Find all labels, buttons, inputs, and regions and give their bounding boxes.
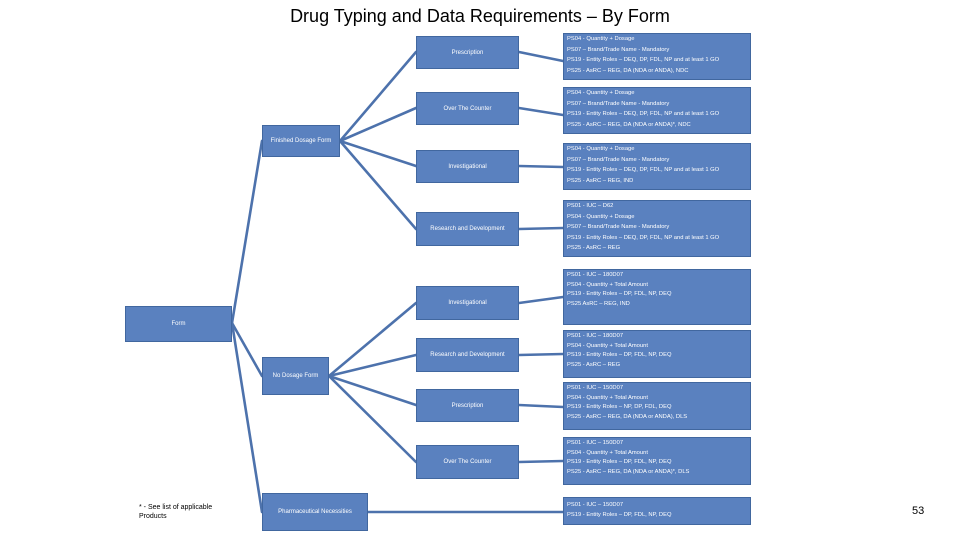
info-line: PS07 – Brand/Trade Name - Mandatory [567,156,670,163]
info-fdf-over-the-counter: PS04 - Quantity + Dosage PS07 – Brand/Tr… [563,87,751,134]
info-fdf-prescription: PS04 - Quantity + Dosage PS07 – Brand/Tr… [563,33,751,80]
info-line: PS25 - AsRC – REG, DA (NDA or ANDA)*, ND… [567,121,691,128]
info-ndf-investigational: PS01 - IUC – 180D07 PS04 - Quantity + To… [563,269,751,325]
info-line: PS19 - Entity Roles – DEQ, DP, FDL, NP a… [567,57,720,63]
info-fdf-investigational: PS04 - Quantity + Dosage PS07 – Brand/Tr… [563,143,751,190]
info-line: PS25 - AsRC – REG, DA (NDA or ANDA)*, DL… [567,468,690,475]
info-line: PS07 – Brand/Trade Name - Mandatory [567,100,670,107]
footnote: * - See list of applicable Products [139,504,213,520]
info-line: PS25 - AsRC – REG [567,245,621,251]
node-ndf-research-and-development: Research and Development [416,338,519,372]
info-pharmaceutical-necessities: PS01 - IUC – 150D07 PS19 - Entity Roles … [563,497,751,525]
node-fdf-research-and-development: Research and Development [416,212,519,246]
info-line: PS04 - Quantity + Total Amount [567,394,648,401]
info-line: PS25 - AsRC – REG, DA (NDA or ANDA), DLS [567,413,688,420]
group-no-dosage-form: No Dosage Form [262,357,329,395]
node-fdf-over-the-counter: Over The Counter [416,92,519,125]
info-line: PS01 - IUC – D62 [567,203,614,209]
info-line: PS01 - IUC – 150D07 [567,502,624,508]
info-line: PS04 - Quantity + Dosage [567,146,635,152]
info-line: PS25 - AsRC – REG, IND [567,177,634,184]
info-line: PS04 - Quantity + Dosage [567,213,635,220]
root-node-form: Form [125,306,232,342]
info-line: PS01 - IUC – 180D07 [567,333,624,339]
info-line: PS04 - Quantity + Total Amount [567,449,648,456]
node-fdf-investigational: Investigational [416,150,519,183]
info-line: PS19 - Entity Roles – DEQ, DP, FDL, NP a… [567,167,720,173]
group-finished-dosage-form: Finished Dosage Form [262,125,340,157]
node-ndf-investigational: Investigational [416,286,519,320]
info-line: PS19 - Entity Roles – NP, DP, FDL, DEQ [567,404,672,411]
info-line: PS19 - Entity Roles – DP, FDL, NP, DEQ [567,459,672,466]
info-line: PS01 - IUC – 180D07 [567,272,624,278]
info-line: PS04 - Quantity + Total Amount [567,281,648,288]
info-line: PS25 - AsRC – REG, DA (NDA or ANDA), NDC [567,67,689,74]
info-ndf-over-the-counter: PS01 - IUC – 150D07 PS04 - Quantity + To… [563,437,751,485]
info-line: PS04 - Quantity + Total Amount [567,342,648,349]
info-line: PS07 – Brand/Trade Name - Mandatory [567,224,670,230]
info-line: PS19 - Entity Roles – DP, FDL, NP, DEQ [567,511,672,518]
page-title: Drug Typing and Data Requirements – By F… [290,6,670,26]
info-line: PS19 - Entity Roles – DEQ, DP, FDL, NP a… [567,111,720,117]
info-line: PS19 - Entity Roles – DP, FDL, NP, DEQ [567,352,672,359]
info-line: PS19 - Entity Roles – DP, FDL, NP, DEQ [567,291,672,298]
page-number: 53 [912,505,925,517]
info-line: PS07 – Brand/Trade Name - Mandatory [567,46,670,53]
info-line: PS01 - IUC – 150D07 [567,440,624,446]
info-ndf-prescription: PS01 - IUC – 150D07 PS04 - Quantity + To… [563,382,751,430]
info-line: PS25 AsRC – REG, IND [567,300,630,307]
info-line: PS04 - Quantity + Dosage [567,90,635,96]
info-line: PS19 - Entity Roles – DEQ, DP, FDL, NP a… [567,234,720,241]
info-line: PS25 - AsRC – REG [567,361,621,368]
group-pharmaceutical-necessities: Pharmaceutical Necessities [262,493,368,531]
node-ndf-prescription: Prescription [416,389,519,422]
info-line: PS01 - IUC – 150D07 [567,385,624,391]
info-ndf-research-and-development: PS01 - IUC – 180D07 PS04 - Quantity + To… [563,330,751,378]
node-ndf-over-the-counter: Over The Counter [416,445,519,479]
info-fdf-research-and-development: PS01 - IUC – D62 PS04 - Quantity + Dosag… [563,200,751,257]
info-line: PS04 - Quantity + Dosage [567,36,635,42]
node-fdf-prescription: Prescription [416,36,519,69]
